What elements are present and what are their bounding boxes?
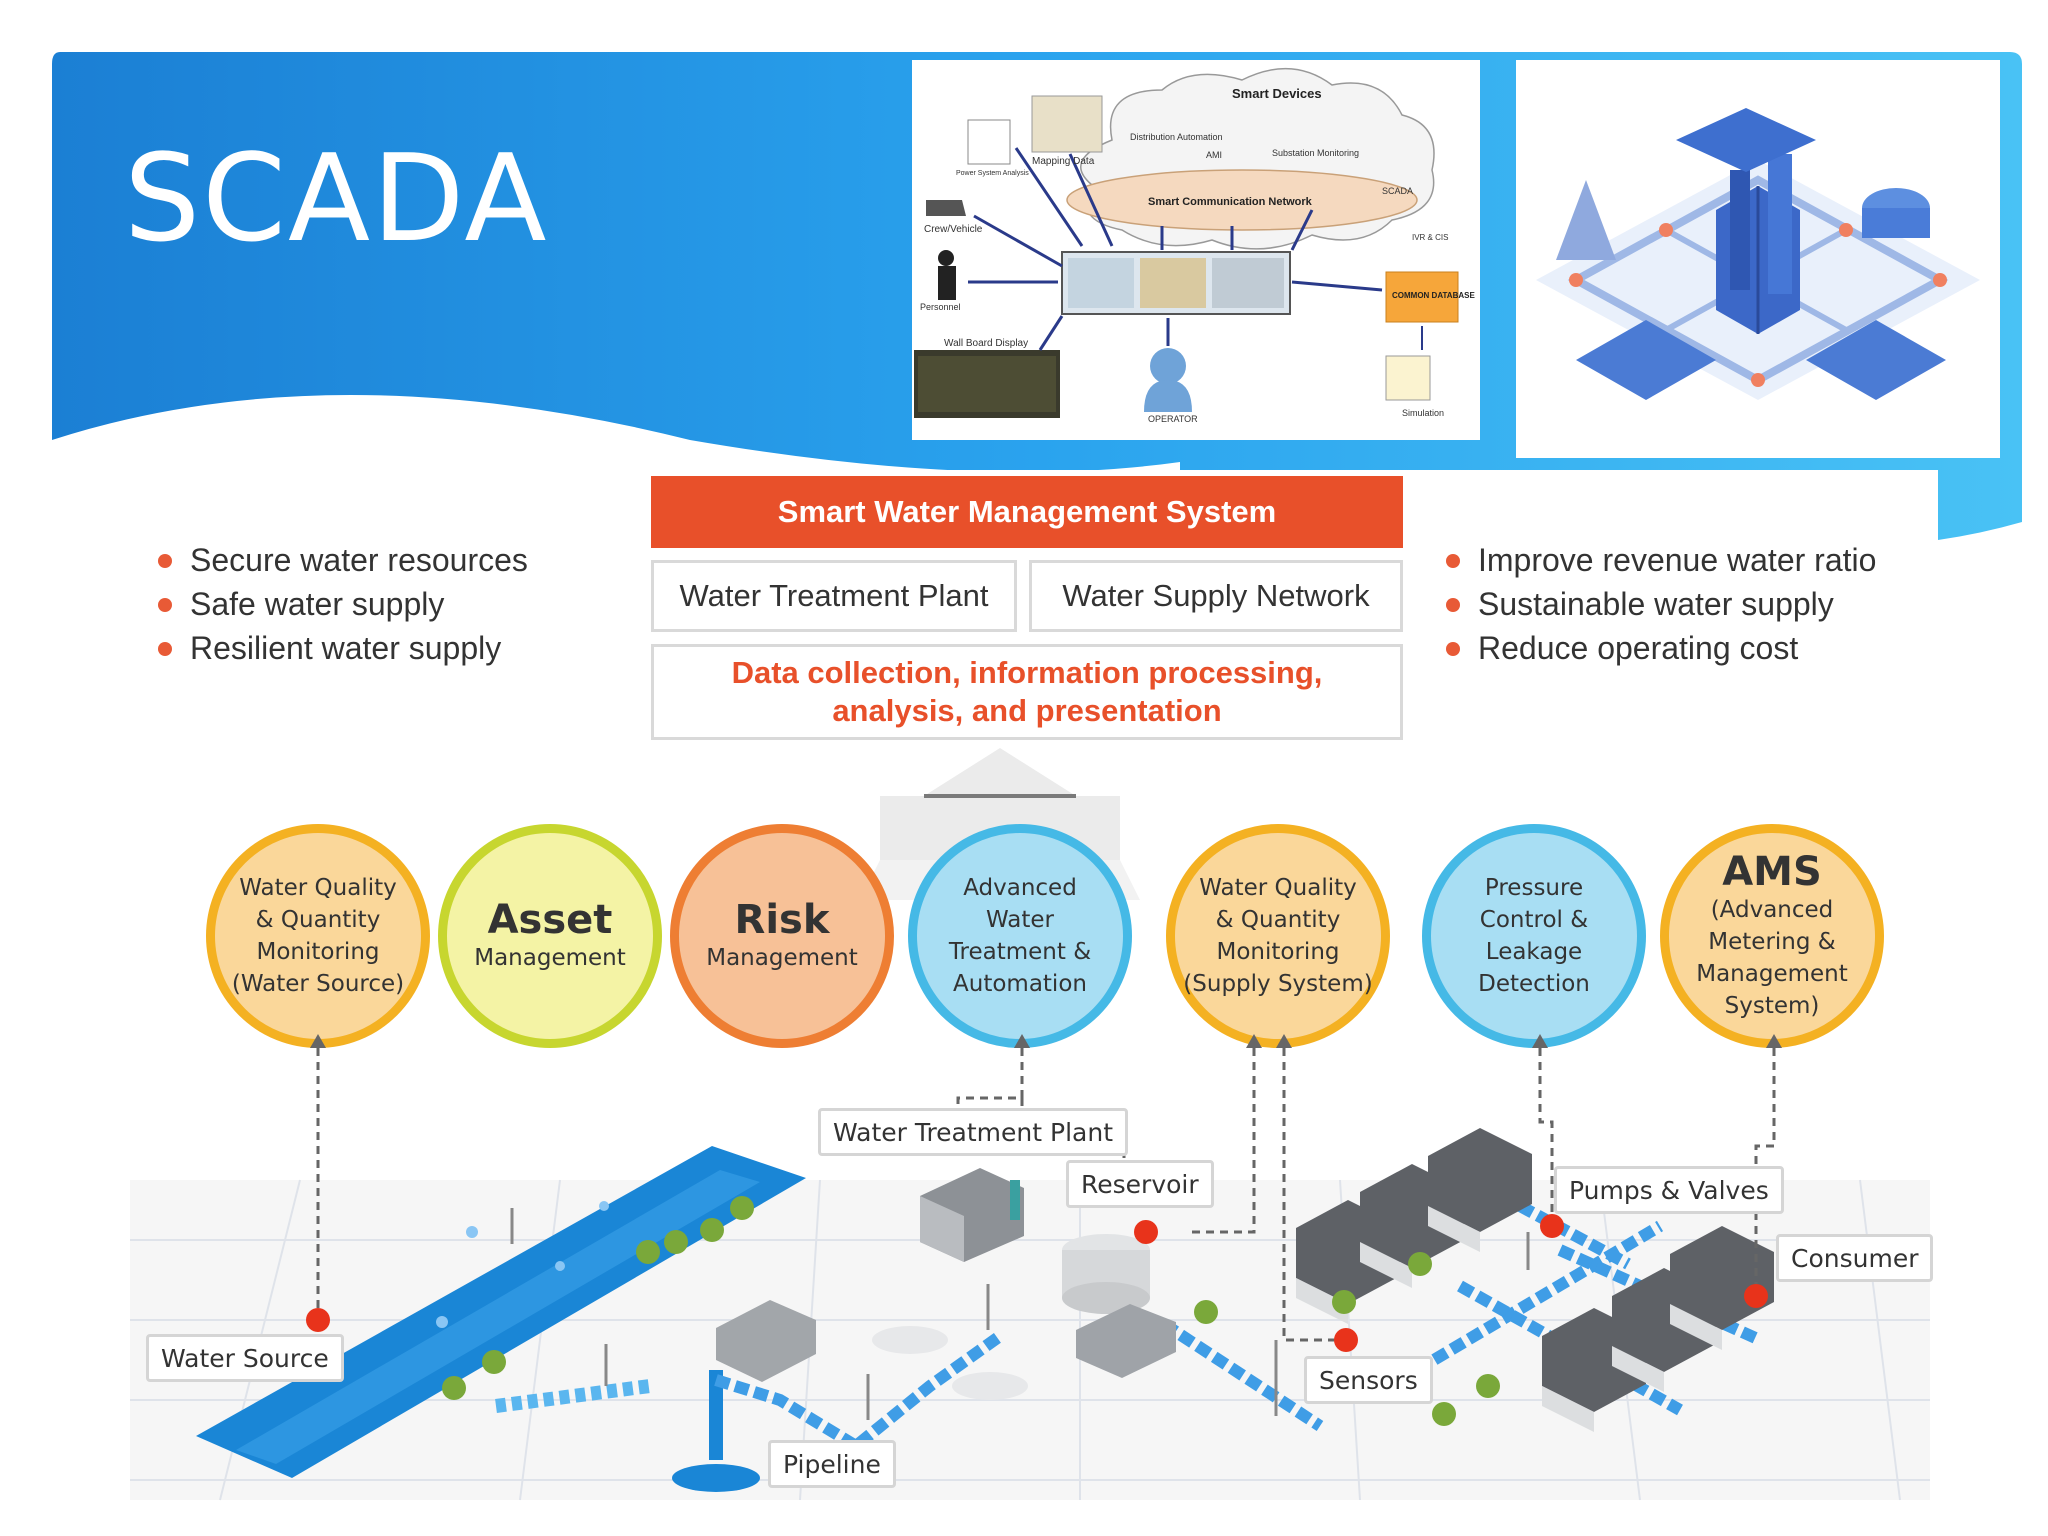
scada-network-diagram: Smart Devices Smart Communication Networ… <box>912 60 1480 440</box>
node-dist: Distribution Automation <box>1130 132 1223 142</box>
node-mapping: Mapping Data <box>1032 156 1095 167</box>
pipeline-path <box>714 1331 1004 1454</box>
node-scada: SCADA <box>1382 186 1413 196</box>
label-pipeline: Pipeline <box>768 1440 896 1488</box>
circle-pressure-control: Pressure Control & Leakage Detection <box>1422 824 1646 1048</box>
bullet-dot-icon <box>1446 598 1460 612</box>
node-personnel: Personnel <box>920 302 961 312</box>
operator-icon <box>1150 348 1186 384</box>
pipeline-pool <box>672 1464 760 1492</box>
bullet-dot-icon <box>1446 642 1460 656</box>
house-walls <box>1296 1206 1722 1432</box>
bullet-dot-icon <box>158 598 172 612</box>
data-collection-line1: Data collection, information processing, <box>731 655 1323 690</box>
arrowhead-group <box>310 1034 1782 1048</box>
node-crew: Crew/Vehicle <box>924 224 983 235</box>
system-header: Smart Water Management System <box>651 476 1403 548</box>
right-bullet-item: Reduce operating cost <box>1442 626 1876 670</box>
left-bullet-item: Safe water supply <box>154 582 528 626</box>
crew-vehicle-icon <box>926 200 966 216</box>
label-sensors: Sensors <box>1304 1356 1433 1404</box>
network-ellipse <box>1066 169 1418 231</box>
link-line <box>1014 147 1084 247</box>
pump-house <box>716 1300 816 1382</box>
data-collection-line2: analysis, and presentation <box>832 693 1222 728</box>
node-substation: Substation Monitoring <box>1272 148 1359 158</box>
simulation-icon <box>1385 355 1431 401</box>
bullet-dot-icon <box>1446 554 1460 568</box>
water-supply-network-box: Water Supply Network <box>1029 560 1403 632</box>
sensor-dot-group <box>306 1214 1768 1352</box>
circle-ams: AMS (Advanced Metering & Management Syst… <box>1660 824 1884 1048</box>
slide-title: SCADA <box>124 130 549 269</box>
label-reservoir: Reservoir <box>1066 1160 1214 1208</box>
tree-group <box>442 1196 1500 1426</box>
node-simulation: Simulation <box>1402 408 1444 418</box>
circle-advanced-water-treatment: Advanced Water Treatment & Automation <box>908 824 1132 1048</box>
network-label: Smart Communication Network <box>1148 196 1313 208</box>
data-collection-box: Data collection, information processing,… <box>651 644 1403 740</box>
antenna-group <box>510 1208 1530 1420</box>
power-analysis-icon <box>967 119 1011 165</box>
water-treatment-plant-box: Water Treatment Plant <box>651 560 1017 632</box>
banner-curve <box>52 395 1180 480</box>
node-wallboard: Wall Board Display <box>944 338 1028 349</box>
circle-asset-management: Asset Management <box>438 824 662 1048</box>
database-cylinder <box>1385 271 1459 323</box>
label-consumer: Consumer <box>1776 1234 1934 1282</box>
label-pumps-valves: Pumps & Valves <box>1554 1166 1784 1214</box>
bullet-dot-icon <box>158 642 172 656</box>
water-reservoir-building <box>1676 108 1816 172</box>
mapping-map <box>1031 95 1103 153</box>
circle-risk-management: Risk Management <box>670 824 894 1048</box>
left-bullet-item: Resilient water supply <box>154 626 528 670</box>
node-database: COMMON DATABASE <box>1392 291 1475 300</box>
left-bullet-list: Secure water resources Safe water supply… <box>154 538 528 670</box>
node-power: Power System Analysis <box>956 170 1029 177</box>
label-water-source: Water Source <box>146 1334 344 1382</box>
personnel-icon <box>938 250 954 266</box>
right-bullet-list: Improve revenue water ratio Sustainable … <box>1442 538 1876 670</box>
right-bullet-item: Sustainable water supply <box>1442 582 1876 626</box>
node-operator: OPERATOR <box>1148 414 1198 424</box>
right-bullet-item: Improve revenue water ratio <box>1442 538 1876 582</box>
circle-water-quality-supply: Water Quality & Quantity Monitoring (Sup… <box>1166 824 1390 1048</box>
transmission-tower <box>1556 180 1616 260</box>
house-group <box>1296 1128 1774 1412</box>
bullet-dot-icon <box>158 554 172 568</box>
left-bullet-item: Secure water resources <box>154 538 528 582</box>
node-ami: AMI <box>1206 150 1222 160</box>
smart-city-illustration <box>1516 60 2000 458</box>
node-ivr: IVR & CIS <box>1412 233 1448 242</box>
label-water-treatment-plant: Water Treatment Plant <box>818 1108 1128 1156</box>
cloud-title: Smart Devices <box>1232 86 1322 101</box>
